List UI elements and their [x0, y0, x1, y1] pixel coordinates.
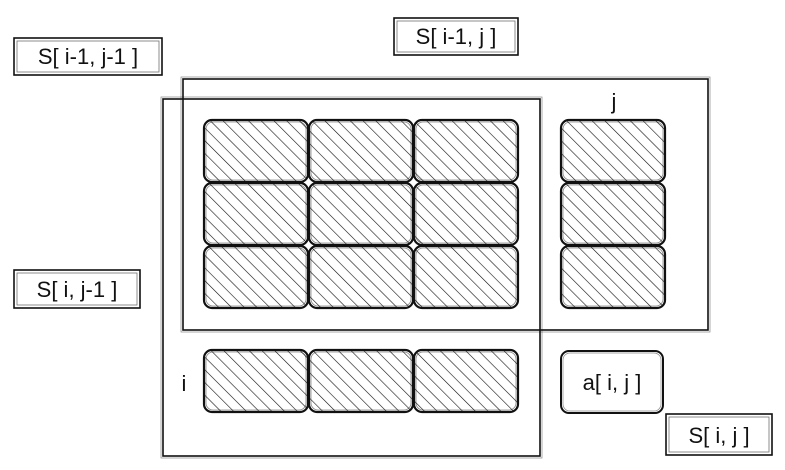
label-box-s-i-jm1: S[ i, j-1 ]: [13, 269, 141, 309]
hatched-cell-r2-c1: [307, 244, 415, 310]
label-s-i-jm1: S[ i, j-1 ]: [37, 277, 118, 302]
region-s-im1-j: [180, 76, 711, 333]
grid-column-j: [559, 118, 667, 310]
label-s-im1-jm1: S[ i-1, j-1 ]: [38, 44, 138, 69]
hatched-cell-r1-c2: [412, 181, 520, 247]
hatched-cell-row-i-c1: [307, 348, 415, 414]
index-label-i: i: [182, 371, 187, 396]
hatched-cell-r1-c1: [307, 181, 415, 247]
index-label-j: j: [611, 89, 617, 114]
hatched-cell-r1-c0: [202, 181, 310, 247]
hatched-cell-col-j-r1: [559, 181, 667, 247]
hatched-cell-r0-c0: [202, 118, 310, 184]
hatched-cell-col-j-r2: [559, 244, 667, 310]
label-s-im1-j: S[ i-1, j ]: [416, 24, 497, 49]
label-box-s-i-j: S[ i, j ]: [665, 413, 773, 456]
label-box-s-im1-jm1: S[ i-1, j-1 ]: [13, 37, 163, 76]
grid-row-i: [202, 348, 520, 414]
hatched-cell-r2-c2: [412, 244, 520, 310]
label-a-i-j: a[ i, j ]: [583, 370, 642, 395]
label-s-i-j: S[ i, j ]: [688, 423, 749, 448]
label-box-s-im1-j: S[ i-1, j ]: [393, 17, 519, 56]
hatched-cell-row-i-c0: [202, 348, 310, 414]
hatched-cell-r0-c2: [412, 118, 520, 184]
grid-prefix-block: [202, 118, 520, 310]
hatched-cell-col-j-r0: [559, 118, 667, 184]
hatched-cell-r2-c0: [202, 244, 310, 310]
hatched-cell-r0-c1: [307, 118, 415, 184]
region-s-i-jm1: [160, 96, 543, 459]
cell-a-i-j: a[ i, j ]: [560, 350, 664, 414]
hatched-cell-row-i-c2: [412, 348, 520, 414]
